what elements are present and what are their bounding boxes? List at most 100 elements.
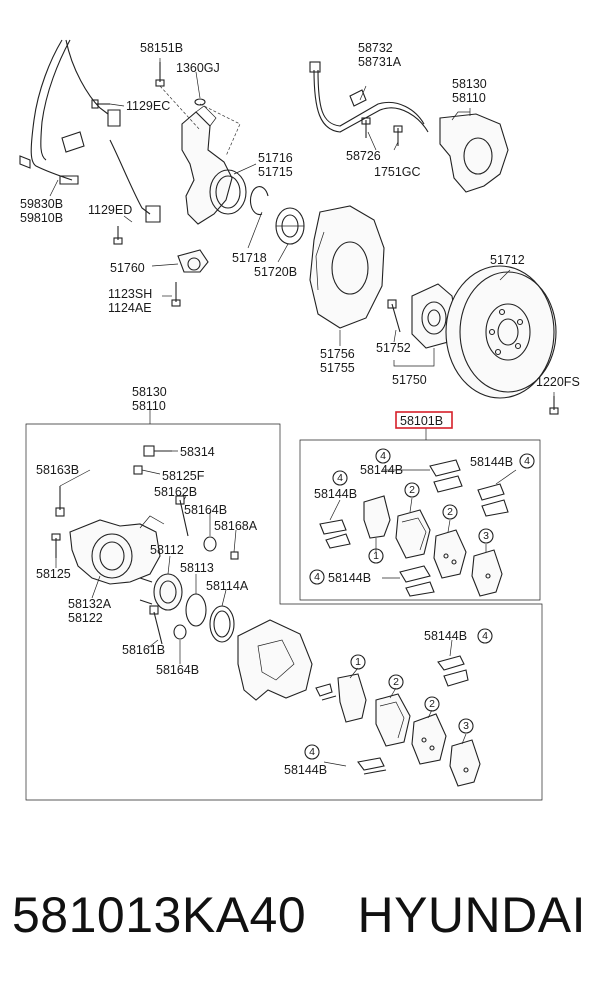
- label-51715: 51715: [258, 165, 293, 179]
- label-51752: 51752: [376, 341, 411, 355]
- label-58144b-b: 58144B: [470, 455, 513, 469]
- bolt-58726: [361, 117, 371, 138]
- label-58101b: 58101B: [400, 414, 443, 428]
- bolt-1129ec: [91, 99, 110, 109]
- callout-4-d: 4: [309, 569, 325, 585]
- label-58110-top: 58110: [452, 91, 486, 105]
- callout-4-b: 4: [519, 453, 535, 469]
- callout-4-c: 4: [332, 470, 348, 486]
- parts-diagram: 4 4 4 2 2 3 1 4 4 1 2 2 3 4 58151B 1360G…: [19, 39, 580, 801]
- callout-2-b: 2: [442, 504, 458, 520]
- label-1220fs: 1220FS: [536, 375, 580, 389]
- label-58130-group: 58130: [132, 385, 167, 399]
- kit-clip-right: [477, 483, 509, 517]
- caliper-carrier: [237, 619, 313, 701]
- abs-wire-tail: [65, 39, 109, 115]
- kit-clip-top: [429, 459, 463, 493]
- label-58162b: 58162B: [154, 485, 197, 499]
- abs-wire-bracket: [19, 131, 85, 169]
- kit-shim-1: [363, 495, 391, 539]
- hose-clip: [349, 89, 367, 107]
- label-1129ec: 1129EC: [126, 99, 170, 113]
- cap-58168a: [230, 551, 239, 560]
- label-51750: 51750: [392, 373, 427, 387]
- knuckle-ring: [209, 169, 247, 215]
- label-58163b: 58163B: [36, 463, 79, 477]
- label-58144b-e: 58144B: [424, 629, 467, 643]
- caption-bar: 581013KA40 HYUNDAI: [0, 870, 600, 960]
- label-58144b-c: 58144B: [314, 487, 357, 501]
- part-number-highlight: [395, 411, 453, 429]
- boot-58164b-a: [203, 536, 217, 552]
- svg-text:3: 3: [483, 530, 489, 542]
- washer-1360gj: [194, 98, 206, 106]
- label-58110-group: 58110: [132, 399, 166, 413]
- label-1129ed: 1129ED: [88, 203, 132, 217]
- piston-boot: [209, 605, 235, 643]
- lower-clip-bottom: [357, 757, 387, 775]
- label-58161b: 58161B: [122, 643, 165, 657]
- label-58168a: 58168A: [214, 519, 258, 533]
- callout-3-a: 3: [478, 528, 494, 544]
- bolt-1123sh: [171, 282, 181, 307]
- bolt-1751gc: [393, 125, 403, 146]
- svg-text:2: 2: [409, 484, 415, 496]
- label-58112: 58112: [150, 543, 184, 557]
- label-51756: 51756: [320, 347, 355, 361]
- label-58164b-b: 58164B: [156, 663, 199, 677]
- steering-knuckle: [181, 111, 233, 225]
- label-58130-top: 58130: [452, 77, 487, 91]
- label-58151b: 58151B: [140, 41, 183, 55]
- label-51716: 51716: [258, 151, 293, 165]
- bolt-58163b: [55, 486, 65, 517]
- svg-text:2: 2: [429, 698, 435, 710]
- label-59810b: 59810B: [20, 211, 63, 225]
- kit-clip-bottom: [399, 565, 435, 597]
- lower-pad-2: [375, 693, 411, 747]
- label-58132a: 58132A: [68, 597, 112, 611]
- label-1123sh: 1123SH: [108, 287, 152, 301]
- label-51712: 51712: [490, 253, 525, 267]
- kit-pad-2a: [395, 509, 431, 559]
- lower-shim-3: [449, 739, 481, 787]
- label-51755: 51755: [320, 361, 355, 375]
- label-58164b-a: 58164B: [184, 503, 227, 517]
- callout-2-d: 2: [424, 696, 440, 712]
- caliper-group-frame: [25, 423, 543, 801]
- label-58731a: 58731A: [358, 55, 402, 69]
- label-1124ae: 1124AE: [108, 301, 152, 315]
- leader-lines-top: [49, 58, 555, 396]
- pad-kit-frame: [299, 439, 541, 601]
- lower-clip-right: [437, 655, 469, 687]
- abs-sensor-lead: [109, 139, 151, 215]
- abs-sensor-wire-inner: [40, 39, 71, 161]
- callout-2-c: 2: [388, 674, 404, 690]
- svg-text:4: 4: [314, 571, 320, 583]
- lower-pad-2b: [411, 713, 447, 765]
- label-58144b-a: 58144B: [360, 463, 403, 477]
- label-58726: 58726: [346, 149, 381, 163]
- callout-4-e: 4: [477, 628, 493, 644]
- svg-text:2: 2: [447, 506, 453, 518]
- boot-58164b-b: [173, 624, 187, 640]
- svg-text:3: 3: [463, 720, 469, 732]
- leader-lines-lower: [55, 450, 517, 767]
- part-number-caption: 581013KA40: [12, 887, 307, 943]
- dust-cover: [309, 205, 385, 329]
- label-58122: 58122: [68, 611, 103, 625]
- label-51718: 51718: [232, 251, 267, 265]
- guide-pin-58161b: [149, 605, 163, 645]
- bolt-1220fs: [549, 396, 559, 415]
- wheel-bearing: [275, 207, 305, 245]
- label-1360gj: 1360GJ: [176, 61, 220, 75]
- svg-text:4: 4: [380, 450, 386, 462]
- callout-4-a: 4: [375, 448, 391, 464]
- callout-3-b: 3: [458, 718, 474, 734]
- svg-text:1: 1: [355, 656, 361, 668]
- label-58144b-d: 58144B: [328, 571, 371, 585]
- wheel-hub: [411, 283, 457, 349]
- snap-ring: [249, 186, 269, 216]
- callout-2-a: 2: [404, 482, 420, 498]
- callout-1-b: 1: [350, 654, 366, 670]
- svg-text:4: 4: [524, 455, 530, 467]
